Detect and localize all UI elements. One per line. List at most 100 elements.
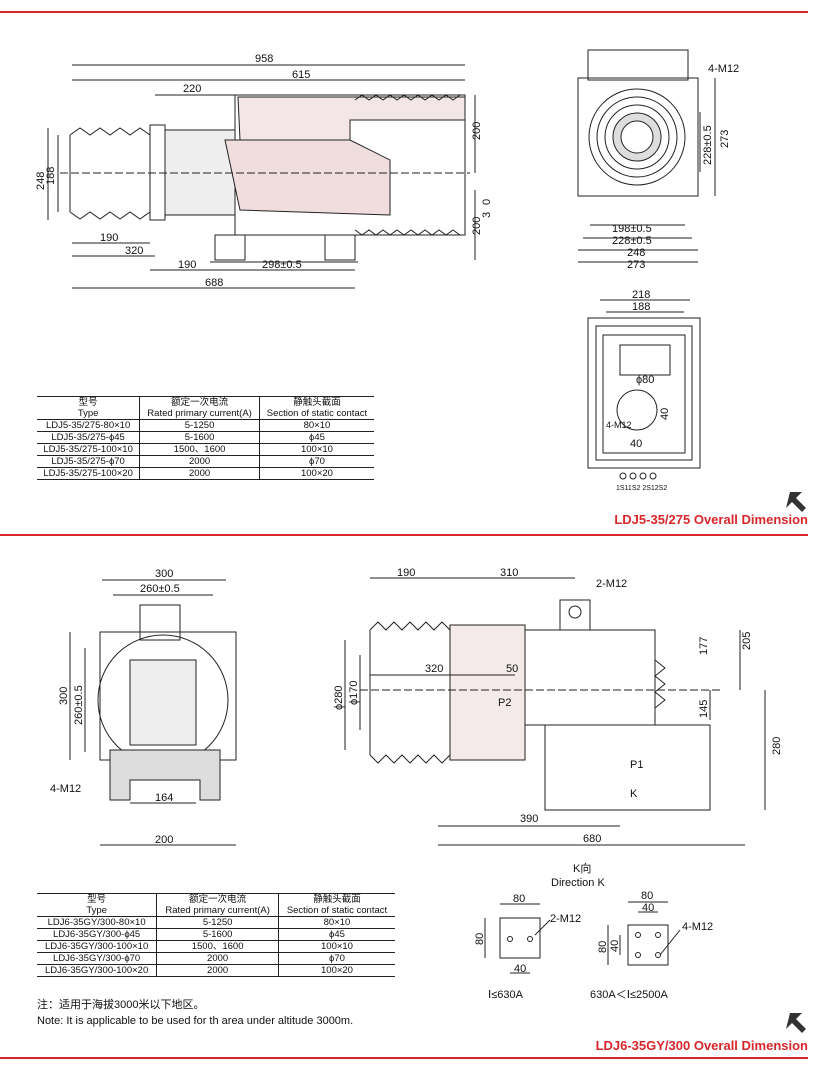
ldj5-bottom-view (587, 299, 701, 480)
section2-title: LDJ6-35GY/300 Overall Dimension (595, 1038, 808, 1053)
header-en: Type (86, 905, 107, 916)
note-en: Note: It is applicable to be used for th… (37, 1015, 354, 1027)
dim-label: 40 (609, 940, 621, 952)
cell-type: LDJ5-35/275-80×10 (37, 419, 141, 432)
direction-label-cn: K向 (573, 861, 591, 875)
k-view-labels: 80 80 40 2-M12 Ⅰ≤630A 80 40 80 40 4-M12 … (474, 890, 713, 1001)
dim-label: 680 (583, 833, 601, 845)
dim-label: 228±0.5 (612, 235, 652, 247)
dim-label: 80 (641, 890, 653, 902)
note-cn: 注：适用于海拔3000米以下地区。 (37, 999, 205, 1011)
ldj5-side-dimension-labels: 958 615 220 200 248 188 0 3 200 190 320 … (35, 53, 493, 289)
cell-current: 5-1600 (156, 928, 279, 941)
terminal-labels: 1S11S2 2S12S2 (616, 485, 667, 492)
ldj5-front-view (577, 49, 716, 263)
dim-label: 190 (397, 567, 415, 579)
header-cn: 静触头截面 (313, 894, 361, 905)
cell-contact: ϕ45 (278, 928, 395, 941)
dim-label: P1 (630, 759, 643, 771)
cell-type: LDJ6-35GY/300-80×10 (37, 916, 158, 929)
cell-current: 1500、1600 (156, 940, 279, 953)
cell-contact: ϕ45 (259, 431, 374, 444)
dim-label: 190 (178, 259, 196, 271)
dim-label: 280 (771, 737, 783, 755)
cell-contact: 80×10 (278, 916, 395, 929)
header-en: Rated primary current(A) (165, 905, 270, 916)
dim-label: 40 (630, 438, 642, 450)
middle-divider (0, 534, 808, 536)
dim-label: 40 (514, 963, 526, 975)
current-range-caption: Ⅰ≤630A (488, 989, 524, 1001)
cell-type: LDJ6-35GY/300-ϕ45 (37, 928, 158, 941)
dim-label: 205 (741, 632, 753, 650)
current-range-caption: 630A＜Ⅰ≤2500A (590, 989, 668, 1001)
dim-label: 188 (45, 167, 57, 185)
header-en: Section of static contact (266, 408, 368, 419)
dim-label: 273 (627, 259, 645, 271)
dim-label: 0 (481, 199, 493, 205)
dim-label: 188 (632, 301, 650, 313)
dim-label: 688 (205, 277, 223, 289)
dim-label: 200 (471, 217, 483, 235)
ldj6-front-view (69, 579, 237, 846)
bolt-label: 4-M12 (682, 921, 713, 933)
header-cn: 额定一次电流 (171, 397, 229, 408)
dim-label: 80 (597, 941, 609, 953)
bottom-divider (0, 1057, 808, 1059)
header-en: Section of static contact (286, 905, 388, 916)
dim-label: 50 (506, 663, 518, 675)
dim-label: 390 (520, 813, 538, 825)
dim-label: 320 (425, 663, 443, 675)
header-cn: 型号 (78, 397, 98, 408)
cell-current: 2000 (139, 467, 260, 480)
ldj5-front-dimension-labels: 4-M12 228±0.5 273 198±0.5 228±0.5 248 27… (612, 63, 739, 271)
dim-label: 200 (471, 122, 483, 140)
header-cn: 静触头截面 (293, 397, 341, 408)
cell-type: LDJ5-35/275-100×10 (37, 443, 141, 456)
k-view-4-bolt (607, 901, 681, 966)
dim-label: 273 (719, 130, 731, 148)
cell-contact: 100×10 (259, 443, 374, 456)
dim-label: ϕ170 (348, 680, 360, 705)
dim-label: 80 (513, 893, 525, 905)
dim-label: 228±0.5 (702, 125, 714, 165)
dim-label: 177 (698, 637, 710, 655)
dim-label: 40 (642, 902, 654, 914)
dim-label: 958 (255, 53, 273, 65)
ldj6-side-view (344, 577, 766, 846)
dim-label: 615 (292, 69, 310, 81)
dim-label: 40 (659, 408, 671, 420)
cell-type: LDJ5-35/275-100×20 (37, 467, 141, 480)
dim-label: 298±0.5 (262, 259, 302, 271)
cell-contact: ϕ70 (278, 952, 395, 965)
cell-current: 5-1250 (139, 419, 260, 432)
dim-label: P2 (498, 697, 511, 709)
dim-label: 218 (632, 289, 650, 301)
cell-contact: ϕ70 (259, 455, 374, 468)
direction-label-en: Direction K (551, 877, 605, 889)
dim-label: 4-M12 (50, 783, 81, 795)
section1-title: LDJ5-35/275 Overall Dimension (614, 512, 808, 527)
corner-arrow-icon (786, 1013, 806, 1033)
k-view-2-bolt (484, 903, 551, 974)
dim-label: 80 (474, 933, 486, 945)
dim-label: 320 (125, 245, 143, 257)
cell-contact: 100×20 (278, 964, 395, 977)
